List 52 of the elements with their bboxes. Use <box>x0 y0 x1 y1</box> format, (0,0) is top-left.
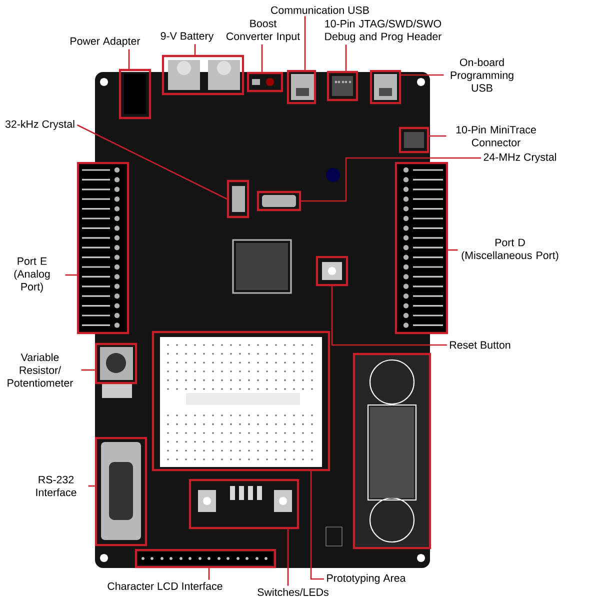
leader-line <box>429 135 446 137</box>
leader-line <box>88 485 95 487</box>
highlight-box <box>316 256 348 286</box>
leader-line <box>310 471 324 580</box>
callout-label: 10-Pin MiniTrace Connector <box>456 126 536 146</box>
callout-label: 9-V Battery <box>160 32 214 42</box>
callout-label: Communication USB <box>271 6 369 14</box>
leader-line <box>194 44 196 55</box>
highlight-box <box>134 548 276 568</box>
leader-line <box>301 157 481 202</box>
highlight-box <box>226 180 250 218</box>
callout-label: Prototyping Area <box>327 574 406 584</box>
highlight-box <box>94 436 148 546</box>
callout-label: Variable Resistor/ Potentiometer <box>8 353 73 387</box>
callout-label: Port D (Miscellaneous Port) <box>462 238 558 262</box>
callout-label: Port E (Analog Port) <box>14 257 50 293</box>
highlight-box <box>352 352 432 550</box>
highlight-box <box>188 478 300 530</box>
highlight-box <box>286 70 316 104</box>
callout-label: Reset Button <box>450 341 510 349</box>
callout-label: RS-232 Interface <box>36 476 76 496</box>
highlight-box <box>370 70 402 104</box>
highlight-box <box>246 72 284 92</box>
leader-line <box>287 529 289 586</box>
leader-line <box>448 249 458 251</box>
highlight-box <box>118 68 152 120</box>
highlight-box <box>398 126 430 154</box>
leader-line <box>128 49 130 69</box>
leader-line <box>261 44 263 72</box>
highlight-box <box>152 330 330 472</box>
callout-label: 24-MHz Crystal <box>484 153 556 163</box>
leader-line <box>401 74 444 76</box>
callout-label: Boost Converter Input <box>226 20 300 42</box>
callout-label: Power Adapter <box>70 37 140 47</box>
callout-label: Character LCD Interface <box>108 582 222 590</box>
highlight-box <box>256 190 302 212</box>
leader-line <box>76 124 228 200</box>
highlight-box <box>394 162 448 334</box>
leader-line <box>345 44 347 71</box>
highlight-box <box>94 342 138 384</box>
callout-label: Switches/LEDs <box>258 588 328 596</box>
callout-label: 32-kHz Crystal <box>5 120 74 130</box>
highlight-box <box>76 162 130 334</box>
highlight-box <box>162 54 244 96</box>
callout-label: 10-Pin JTAG/SWD/SWO Debug and Prog Header <box>325 20 442 42</box>
leader-line <box>208 568 210 580</box>
leader-line <box>331 286 447 346</box>
callout-label: On-board Programming USB <box>450 58 514 92</box>
leader-line <box>81 369 95 371</box>
leader-line <box>304 16 306 70</box>
leader-line <box>65 274 77 276</box>
highlight-box <box>326 70 358 102</box>
